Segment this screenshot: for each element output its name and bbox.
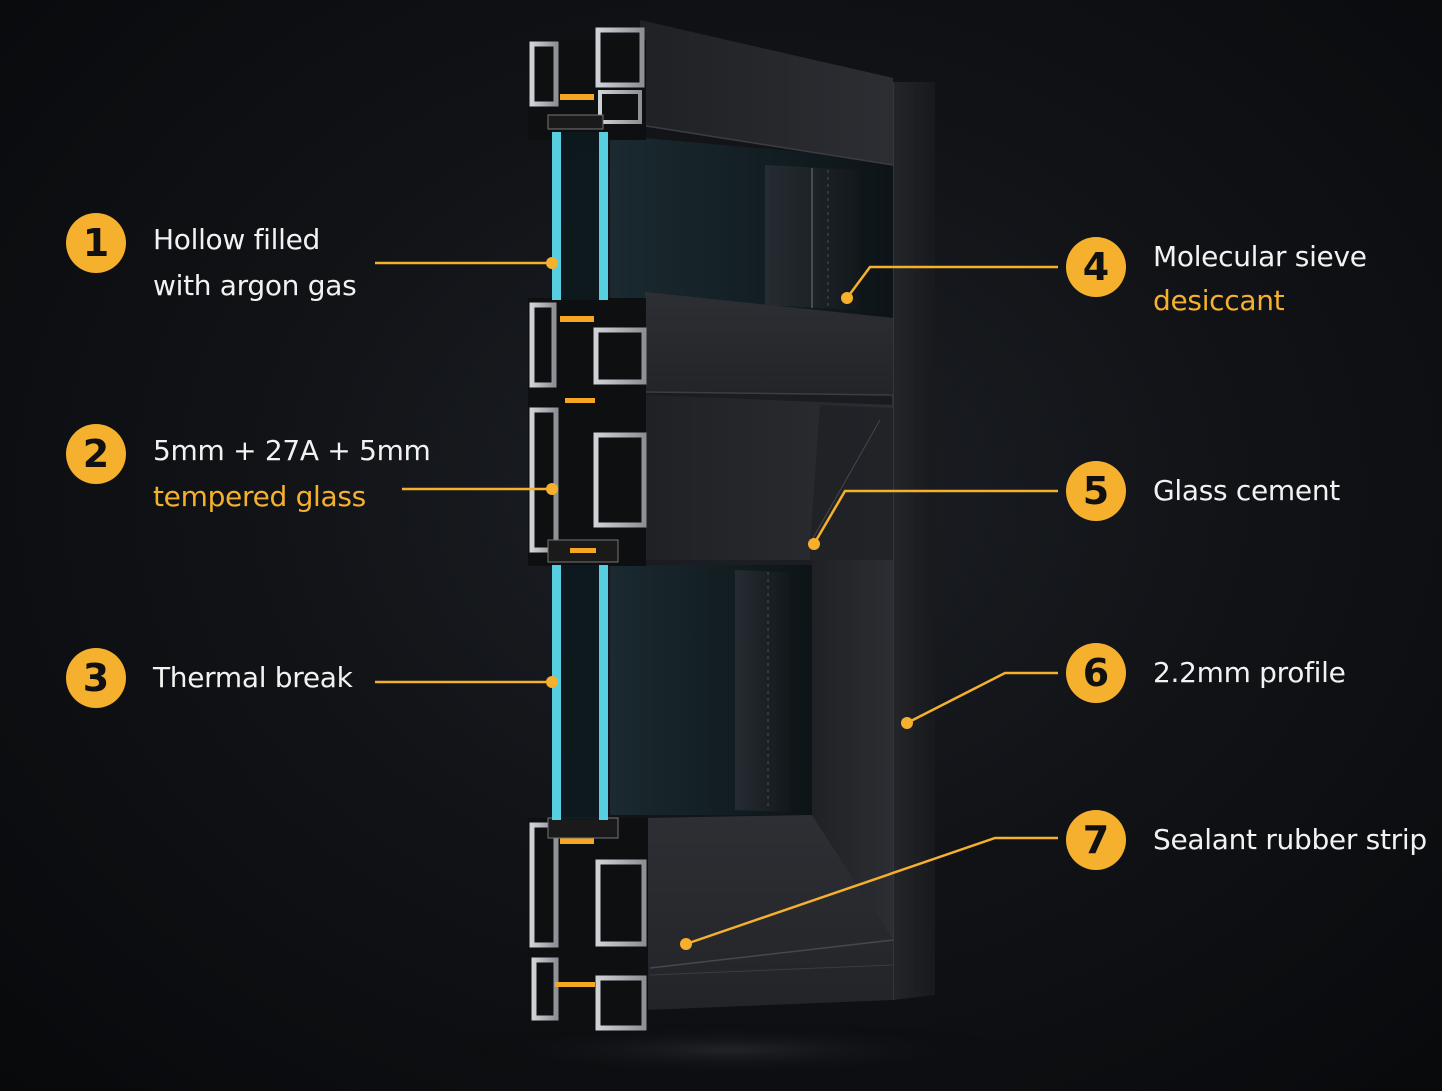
leader-dot-1 — [546, 257, 558, 269]
callout-2-line1: 5mm + 27A + 5mm — [153, 434, 431, 467]
leader-dot-7 — [680, 938, 692, 950]
callout-5-label: Glass cement — [1153, 468, 1340, 514]
callout-3-label: Thermal break — [153, 655, 353, 701]
leader-line-4 — [845, 265, 1058, 299]
leader-dots — [546, 257, 913, 950]
leader-dot-6 — [901, 717, 913, 729]
insulated-glass-panes — [552, 132, 608, 820]
callout-2: 2 5mm + 27A + 5mm tempered glass — [66, 424, 431, 520]
callout-6-line1: 2.2mm profile — [1153, 656, 1346, 689]
callout-5: 5 Glass cement — [1066, 461, 1340, 521]
callout-6-label: 2.2mm profile — [1153, 650, 1346, 696]
frame-side-face — [893, 82, 935, 1000]
callout-1-badge: 1 — [66, 213, 126, 273]
leader-dot-2 — [546, 483, 558, 495]
leader-lines — [375, 261, 1058, 946]
aluminum-profile-section — [528, 27, 648, 1031]
callout-7-badge: 7 — [1066, 810, 1126, 870]
callout-1-line1: Hollow filled — [153, 223, 320, 256]
callout-3-line1: Thermal break — [153, 661, 353, 694]
callout-1-line2: with argon gas — [153, 269, 357, 302]
callout-6: 6 2.2mm profile — [1066, 643, 1346, 703]
callout-4-line1: Molecular sieve — [1153, 240, 1367, 273]
callout-3-badge: 3 — [66, 648, 126, 708]
callout-1: 1 Hollow filled with argon gas — [66, 213, 357, 309]
callout-4-label: Molecular sieve desiccant — [1153, 235, 1367, 323]
callout-4-badge: 4 — [1066, 237, 1126, 297]
callout-5-badge: 5 — [1066, 461, 1126, 521]
callout-7: 7 Sealant rubber strip — [1066, 810, 1427, 870]
callout-4-line2: desiccant — [1153, 284, 1285, 317]
leader-dot-4 — [841, 292, 853, 304]
callout-2-line2: tempered glass — [153, 480, 366, 513]
leader-line-6 — [906, 671, 1058, 725]
upper-middle-rail — [645, 292, 893, 395]
callout-7-label: Sealant rubber strip — [1153, 817, 1427, 863]
top-rail — [640, 20, 893, 165]
callout-2-badge: 2 — [66, 424, 126, 484]
callout-1-label: Hollow filled with argon gas — [153, 217, 357, 309]
leader-dot-3 — [546, 676, 558, 688]
callout-6-badge: 6 — [1066, 643, 1126, 703]
callout-2-label: 5mm + 27A + 5mm tempered glass — [153, 428, 431, 520]
leader-line-7 — [685, 836, 1058, 946]
callout-7-line1: Sealant rubber strip — [1153, 823, 1427, 856]
leader-dot-5 — [808, 538, 820, 550]
callout-3: 3 Thermal break — [66, 648, 353, 708]
floor-reflection — [430, 1020, 1030, 1080]
leader-line-5 — [812, 489, 1058, 545]
callout-5-line1: Glass cement — [1153, 474, 1340, 507]
callout-4: 4 Molecular sieve desiccant — [1066, 237, 1367, 323]
